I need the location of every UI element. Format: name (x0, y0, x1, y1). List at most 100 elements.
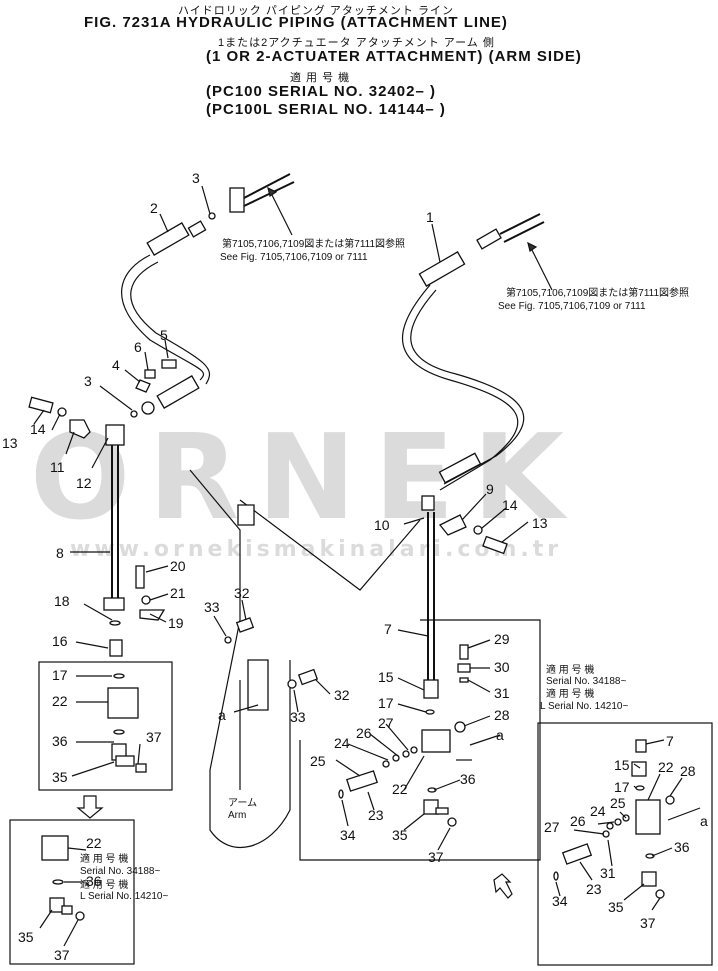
label-19: 19 (168, 615, 184, 631)
left-pipe-assembly (28, 396, 166, 657)
label-22: 22 (658, 759, 674, 775)
label-35: 35 (52, 769, 68, 785)
ref-note-right-en: See Fig. 7105,7106,7109 or 7111 (498, 301, 646, 312)
label-35: 35 (392, 827, 408, 843)
model-label-japanese: 適 用 号 機 (290, 72, 351, 84)
label-27: 27 (378, 715, 394, 731)
label-8: 8 (56, 545, 64, 561)
label-15: 15 (614, 757, 630, 773)
left-detail-box (38, 661, 173, 791)
label-22: 22 (86, 835, 102, 851)
mid-serial-2: L Serial No. 14210~ (540, 701, 628, 712)
label-13: 13 (532, 515, 548, 531)
label-32: 32 (334, 687, 350, 703)
figure-title: FIG. 7231A HYDRAULIC PIPING (ATTACHMENT … (84, 14, 508, 31)
label-20: 20 (170, 558, 186, 574)
label-33: 33 (290, 709, 306, 725)
mid-serial-ja-1: 適 用 号 機 (546, 663, 594, 676)
label-36: 36 (86, 873, 102, 889)
label-23: 23 (586, 881, 602, 897)
label-17: 17 (378, 695, 394, 711)
label-28: 28 (494, 707, 510, 723)
left-serial-2: L Serial No. 14210~ (80, 891, 168, 902)
mid-serial-ja-2: 適 用 号 機 (546, 687, 594, 700)
figure-subtitle: (1 OR 2-ACTUATER ATTACHMENT) (ARM SIDE) (206, 48, 582, 65)
left-serial-1: Serial No. 34188~ (80, 866, 160, 877)
label-10: 10 (374, 517, 390, 533)
label-37: 37 (428, 849, 444, 865)
right-hose-assembly (402, 213, 545, 511)
label-22: 22 (392, 781, 408, 797)
arrow-a-left: a (218, 707, 226, 723)
label-14: 14 (502, 497, 518, 513)
ref-note-left-en: See Fig. 7105,7106,7109 or 7111 (220, 252, 368, 263)
label-26: 26 (570, 813, 586, 829)
label-28: 28 (680, 763, 696, 779)
title-japanese: ハイドロリック パイピング アタッチメント ライン (178, 5, 454, 17)
right-pipe-assembly (338, 512, 508, 827)
label-32: 32 (234, 585, 250, 601)
arm-outline (189, 469, 291, 848)
label-36: 36 (460, 771, 476, 787)
bottom-left-box (9, 819, 135, 965)
ref-note-right-ja: 第7105,7106,7109図または第7111図参照 (506, 286, 689, 299)
label-29: 29 (494, 631, 510, 647)
label-34: 34 (552, 893, 568, 909)
label-6: 6 (134, 339, 142, 355)
arrow-a-mid: a (496, 727, 504, 743)
ref-note-left-ja: 第7105,7106,7109図または第7111図参照 (222, 237, 405, 250)
label-18: 18 (54, 593, 70, 609)
label-15: 15 (378, 669, 394, 685)
label-16: 16 (52, 633, 68, 649)
label-31: 31 (494, 685, 510, 701)
left-serial-ja-2: 適 用 号 機 (80, 878, 128, 891)
ref-leader-left (271, 194, 293, 236)
label-13: 13 (2, 435, 18, 451)
label-25: 25 (310, 753, 326, 769)
label-3: 3 (192, 170, 200, 186)
label-36: 36 (674, 839, 690, 855)
label-31: 31 (600, 865, 616, 881)
label-30: 30 (494, 659, 510, 675)
label-27: 27 (544, 819, 560, 835)
label-5: 5 (160, 327, 168, 343)
label-7: 7 (666, 733, 674, 749)
label-36: 36 (52, 733, 68, 749)
watermark-url: www.ornekismakinalari.com.tr (70, 537, 562, 562)
diag-arrow-icon (493, 873, 513, 899)
arrow-a-right: a (700, 813, 708, 829)
label-4: 4 (112, 357, 120, 373)
label-35: 35 (18, 929, 34, 945)
label-35: 35 (608, 899, 624, 915)
serial-line-pc100l: (PC100L SERIAL NO. 14144– ) (206, 101, 446, 118)
label-21: 21 (170, 585, 186, 601)
bottom-right-box (537, 722, 713, 966)
label-26: 26 (356, 725, 372, 741)
label-37: 37 (146, 729, 162, 745)
down-arrow-icon (76, 795, 104, 819)
label-24: 24 (334, 735, 350, 751)
part-number-labels: 1 2 3 3 4 5 6 7 7 8 9 10 11 12 13 13 14 … (2, 170, 696, 963)
ref-leader-right (531, 249, 553, 291)
label-11: 11 (50, 459, 65, 475)
left-hose-assembly (121, 173, 295, 418)
label-7: 7 (384, 621, 392, 637)
label-33: 33 (204, 599, 220, 615)
label-14: 14 (30, 421, 46, 437)
label-24: 24 (590, 803, 606, 819)
arm-label-en: Arm (228, 810, 246, 821)
label-23: 23 (368, 807, 384, 823)
label-37: 37 (54, 947, 70, 963)
label-17: 17 (614, 779, 630, 795)
label-17: 17 (52, 667, 68, 683)
subtitle-japanese: 1または2アクチュエータ アタッチメント アーム 側 (218, 37, 495, 49)
serial-line-pc100: (PC100 SERIAL NO. 32402– ) (206, 83, 436, 100)
label-22: 22 (52, 693, 68, 709)
arm-label-ja: アーム (228, 797, 257, 809)
label-34: 34 (340, 827, 356, 843)
leader-lines (33, 185, 683, 947)
label-37: 37 (640, 915, 656, 931)
label-25: 25 (610, 795, 626, 811)
mid-serial-1: Serial No. 34188~ (546, 676, 626, 687)
